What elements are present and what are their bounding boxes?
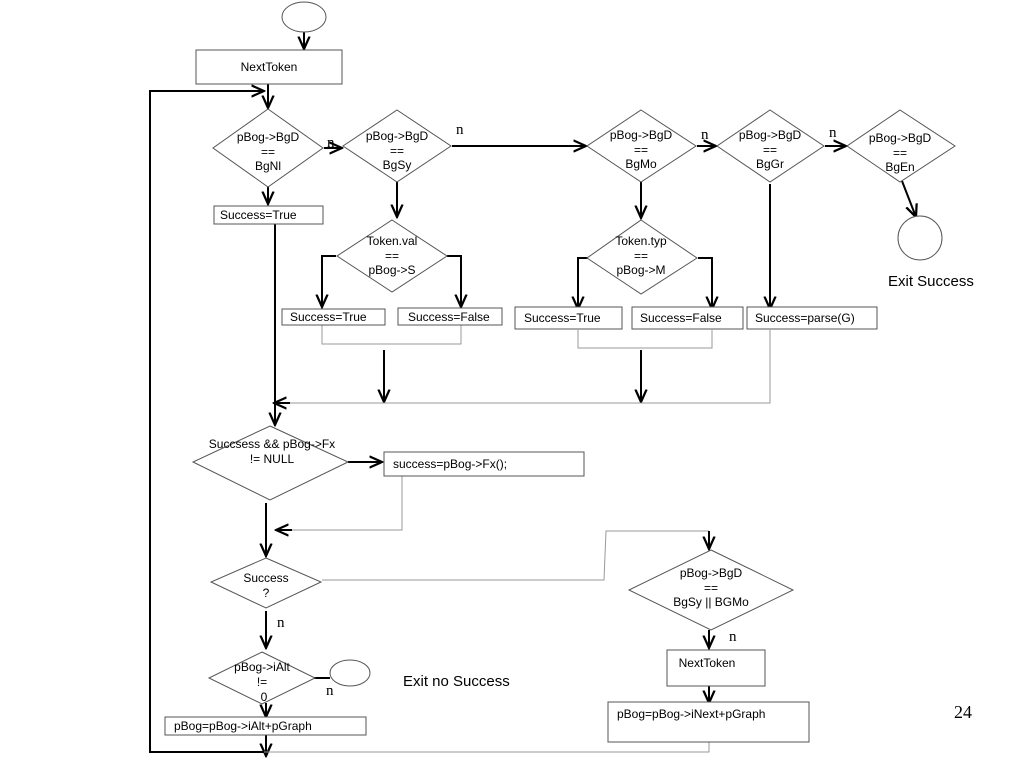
- decision-bgen: [846, 109, 956, 183]
- tokval-line-3: pBog->S: [368, 263, 415, 277]
- bgsy-line-3: BgSy: [383, 158, 412, 172]
- fx-line-2: != NULL: [250, 452, 295, 466]
- success-parse-label: Success=parse(G): [755, 311, 855, 325]
- decision-tokval: [336, 219, 448, 293]
- labels: NextToken pBog->BgD == BgNl pBog->BgD ==…: [174, 60, 974, 733]
- bgen-line-1: pBog->BgD: [869, 131, 932, 145]
- n-label-1: n: [327, 135, 335, 151]
- bgmo-line-2: ==: [634, 143, 648, 157]
- bgen-line-3: BgEn: [885, 160, 914, 174]
- decision-bgnl: [212, 108, 324, 188]
- edge-loop-back: [149, 91, 264, 753]
- bgnl-line-2: ==: [261, 145, 275, 159]
- box-fx-call: [383, 451, 585, 477]
- box-success-true-2: [281, 308, 386, 326]
- success-true-2-label: Success=True: [290, 310, 367, 324]
- edge-tokval-false: [447, 255, 461, 307]
- decision-bggr: [716, 109, 825, 183]
- bggr-line-2: ==: [763, 143, 777, 157]
- merge-line: [275, 330, 771, 404]
- bgen-line-2: ==: [893, 146, 907, 160]
- tokval-line-1: Token.val: [367, 234, 418, 248]
- bgsy-bgmo-line-2: ==: [704, 581, 718, 595]
- fx-call-label: success=pBog->Fx();: [393, 457, 507, 471]
- box-assign-inext: [607, 701, 810, 743]
- box-nexttoken-bottom: [666, 649, 766, 687]
- n-label-4: n: [829, 125, 837, 141]
- tokval-line-2: ==: [385, 249, 399, 263]
- n-label-3: n: [701, 127, 709, 143]
- bgmo-line-3: BgMo: [625, 157, 657, 171]
- box-success-parse: [746, 306, 878, 330]
- toktyp-line-2: ==: [634, 249, 648, 263]
- edge-bgen-exit: [901, 180, 916, 217]
- join-toktyp: [577, 330, 713, 349]
- bggr-line-1: pBog->BgD: [739, 128, 802, 142]
- inext-return-line: [264, 742, 710, 753]
- decision-success: [209, 557, 323, 609]
- bgmo-line-1: pBog->BgD: [610, 128, 673, 142]
- n-label-7: n: [326, 683, 334, 699]
- edge-toktyp-false: [698, 257, 712, 309]
- nexttoken-top-label: NextToken: [241, 60, 298, 74]
- n-label-2: n: [456, 122, 464, 138]
- decision-fx: [191, 425, 350, 501]
- bggr-line-3: BgGr: [756, 157, 784, 171]
- ialt-line-1: pBog->iAlt: [234, 660, 290, 674]
- bgnl-line-3: BgNl: [255, 159, 281, 173]
- page-number: 24: [954, 702, 972, 722]
- join-tokval: [321, 325, 462, 345]
- success-q-line-2: ?: [263, 586, 270, 600]
- ialt-line-2: !=: [257, 675, 267, 689]
- box-success-true-1: [213, 205, 324, 225]
- n-label-5: n: [277, 615, 285, 631]
- exit-success-terminal: [897, 215, 943, 261]
- success-true-1-label: Success=True: [220, 208, 297, 222]
- box-success-false-1: [397, 307, 503, 326]
- exit-no-success-label: Exit no Success: [403, 673, 510, 690]
- fx-line-1: Succsess && pBog->Fx: [209, 437, 335, 451]
- edges: [149, 30, 916, 756]
- decision-toktyp: [586, 219, 698, 295]
- edge-tokval-true: [322, 255, 336, 307]
- n-label-6: n: [729, 629, 737, 645]
- box-success-false-2: [631, 306, 744, 330]
- bgnl-line-1: pBog->BgD: [237, 130, 300, 144]
- ialt-line-3: 0: [261, 690, 268, 704]
- bgsy-line-2: ==: [390, 144, 404, 158]
- toktyp-line-1: Token.typ: [615, 234, 667, 248]
- box-success-true-3: [514, 306, 623, 330]
- exit-success-label: Exit Success: [888, 273, 974, 290]
- bgsy-bgmo-line-1: pBog->BgD: [680, 566, 743, 580]
- assign-inext-label: pBog=pBog->iNext+pGraph: [617, 707, 765, 721]
- toktyp-line-3: pBog->M: [616, 263, 665, 277]
- nexttoken-bottom-label: NextToken: [679, 656, 736, 670]
- decision-bgsy-bgmo: [627, 549, 795, 631]
- shapes: [164, 1, 956, 743]
- assign-ialt-label: pBog=pBog->iAlt+pGraph: [174, 719, 312, 733]
- success-true-3-label: Success=True: [524, 311, 601, 325]
- decision-ialt: [207, 651, 317, 705]
- bgsy-bgmo-line-3: BgSy || BGMo: [673, 595, 749, 609]
- bgsy-line-1: pBog->BgD: [366, 129, 429, 143]
- success-false-2-label: Success=False: [640, 311, 722, 325]
- box-nexttoken-top: [195, 49, 343, 85]
- edge-toktyp-true: [578, 257, 592, 309]
- success-false-1-label: Success=False: [408, 310, 490, 324]
- success-yes-line: [322, 530, 709, 581]
- decision-bgmo: [586, 109, 697, 183]
- box-assign-ialt: [164, 716, 367, 736]
- success-q-line-1: Success: [243, 571, 288, 585]
- decision-bgsy: [342, 109, 452, 183]
- fx-return-line: [290, 476, 403, 531]
- start-terminal: [281, 1, 327, 33]
- exit-no-success-terminal: [329, 659, 371, 687]
